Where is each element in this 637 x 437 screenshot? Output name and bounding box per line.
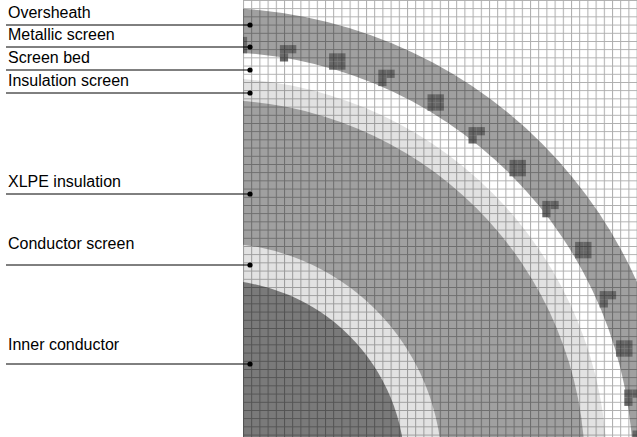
- part-label: Screen bed: [8, 49, 90, 67]
- background: [243, 0, 637, 437]
- part-label: Inner conductor: [8, 336, 119, 354]
- leader-line: [6, 265, 250, 266]
- part-label: Conductor screen: [8, 235, 134, 253]
- part-label: Oversheath: [8, 4, 91, 22]
- leader-dot: [247, 67, 252, 72]
- leader-line: [6, 47, 250, 48]
- leader-line: [6, 364, 250, 365]
- leader-dot: [247, 90, 252, 95]
- leader-line: [6, 25, 250, 26]
- part-label: XLPE insulation: [8, 173, 121, 191]
- grid-mesh: [243, 0, 637, 437]
- leader-line: [6, 194, 250, 195]
- leader-dot: [247, 22, 252, 27]
- leader-dot: [247, 262, 252, 267]
- leader-dot: [247, 361, 252, 366]
- leader-line: [6, 93, 250, 94]
- leader-lines: [6, 22, 253, 366]
- part-label: Metallic screen: [8, 26, 115, 44]
- leader-line: [6, 70, 250, 71]
- leader-dot: [247, 44, 252, 49]
- leader-dot: [247, 191, 252, 196]
- part-label: Insulation screen: [8, 72, 129, 90]
